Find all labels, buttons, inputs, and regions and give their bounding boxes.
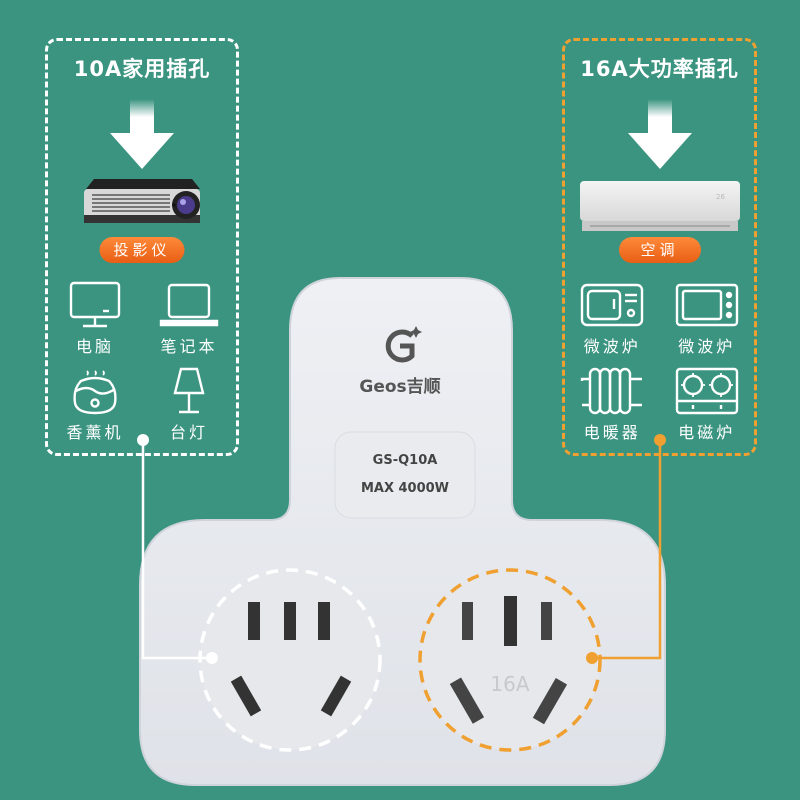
device-label: 电磁炉 — [678, 423, 736, 442]
panel-title: 16A大功率插孔 — [580, 57, 739, 81]
device-grid: 微波炉 微波炉 电暖器 电磁炉 — [565, 281, 754, 443]
device-item: 微波炉 — [660, 281, 755, 357]
brand-logo-icon — [385, 326, 422, 363]
oven-icon — [675, 283, 738, 327]
microwave-icon — [581, 283, 644, 327]
humidifier-icon — [73, 370, 117, 415]
device-grid: 电脑 笔记本 香薰机 台灯 — [48, 281, 236, 443]
laptop-icon — [159, 283, 219, 327]
device-item: 台灯 — [142, 367, 236, 443]
monitor-icon — [69, 281, 121, 328]
device-label: 电脑 — [75, 337, 114, 356]
device-label: 微波炉 — [678, 337, 736, 356]
radiator-icon — [581, 367, 643, 415]
model-number: GS-Q10A — [372, 453, 438, 468]
panel-title: 10A家用插孔 — [73, 57, 211, 81]
device-item: 电磁炉 — [660, 367, 755, 443]
device-label: 电暖器 — [583, 423, 641, 442]
device-item: 电暖器 — [565, 367, 660, 443]
panel-10a-household: 10A家用插孔 投影仪 电脑 笔记本 — [45, 38, 239, 456]
device-item: 微波炉 — [565, 281, 660, 357]
air-conditioner-icon: 26 — [579, 181, 740, 231]
projector-icon — [84, 179, 200, 223]
lamp-icon — [173, 367, 205, 414]
device-label: 笔记本 — [160, 337, 218, 356]
featured-device-label: 空调 — [618, 237, 701, 263]
arrow-down-icon — [627, 99, 692, 169]
device-label: 台灯 — [169, 423, 208, 442]
brand-name: Geos吉顺 — [359, 377, 441, 397]
device-label: 微波炉 — [583, 337, 641, 356]
device-item: 香薰机 — [48, 367, 142, 443]
induction-cooker-icon — [675, 367, 738, 415]
device-label: 香薰机 — [66, 423, 124, 442]
socket-16a-label: 16A — [490, 672, 530, 696]
arrow-down-icon — [110, 99, 174, 169]
panel-16a-high-power: 16A大功率插孔 26 空调 微波炉 微波炉 — [562, 38, 757, 456]
power-adapter-product — [139, 277, 666, 786]
svg-text:26: 26 — [716, 193, 725, 201]
device-item: 电脑 — [48, 281, 142, 357]
device-item: 笔记本 — [142, 281, 236, 357]
featured-device-label: 投影仪 — [99, 237, 185, 263]
max-power-rating: MAX 4000W — [360, 481, 450, 496]
